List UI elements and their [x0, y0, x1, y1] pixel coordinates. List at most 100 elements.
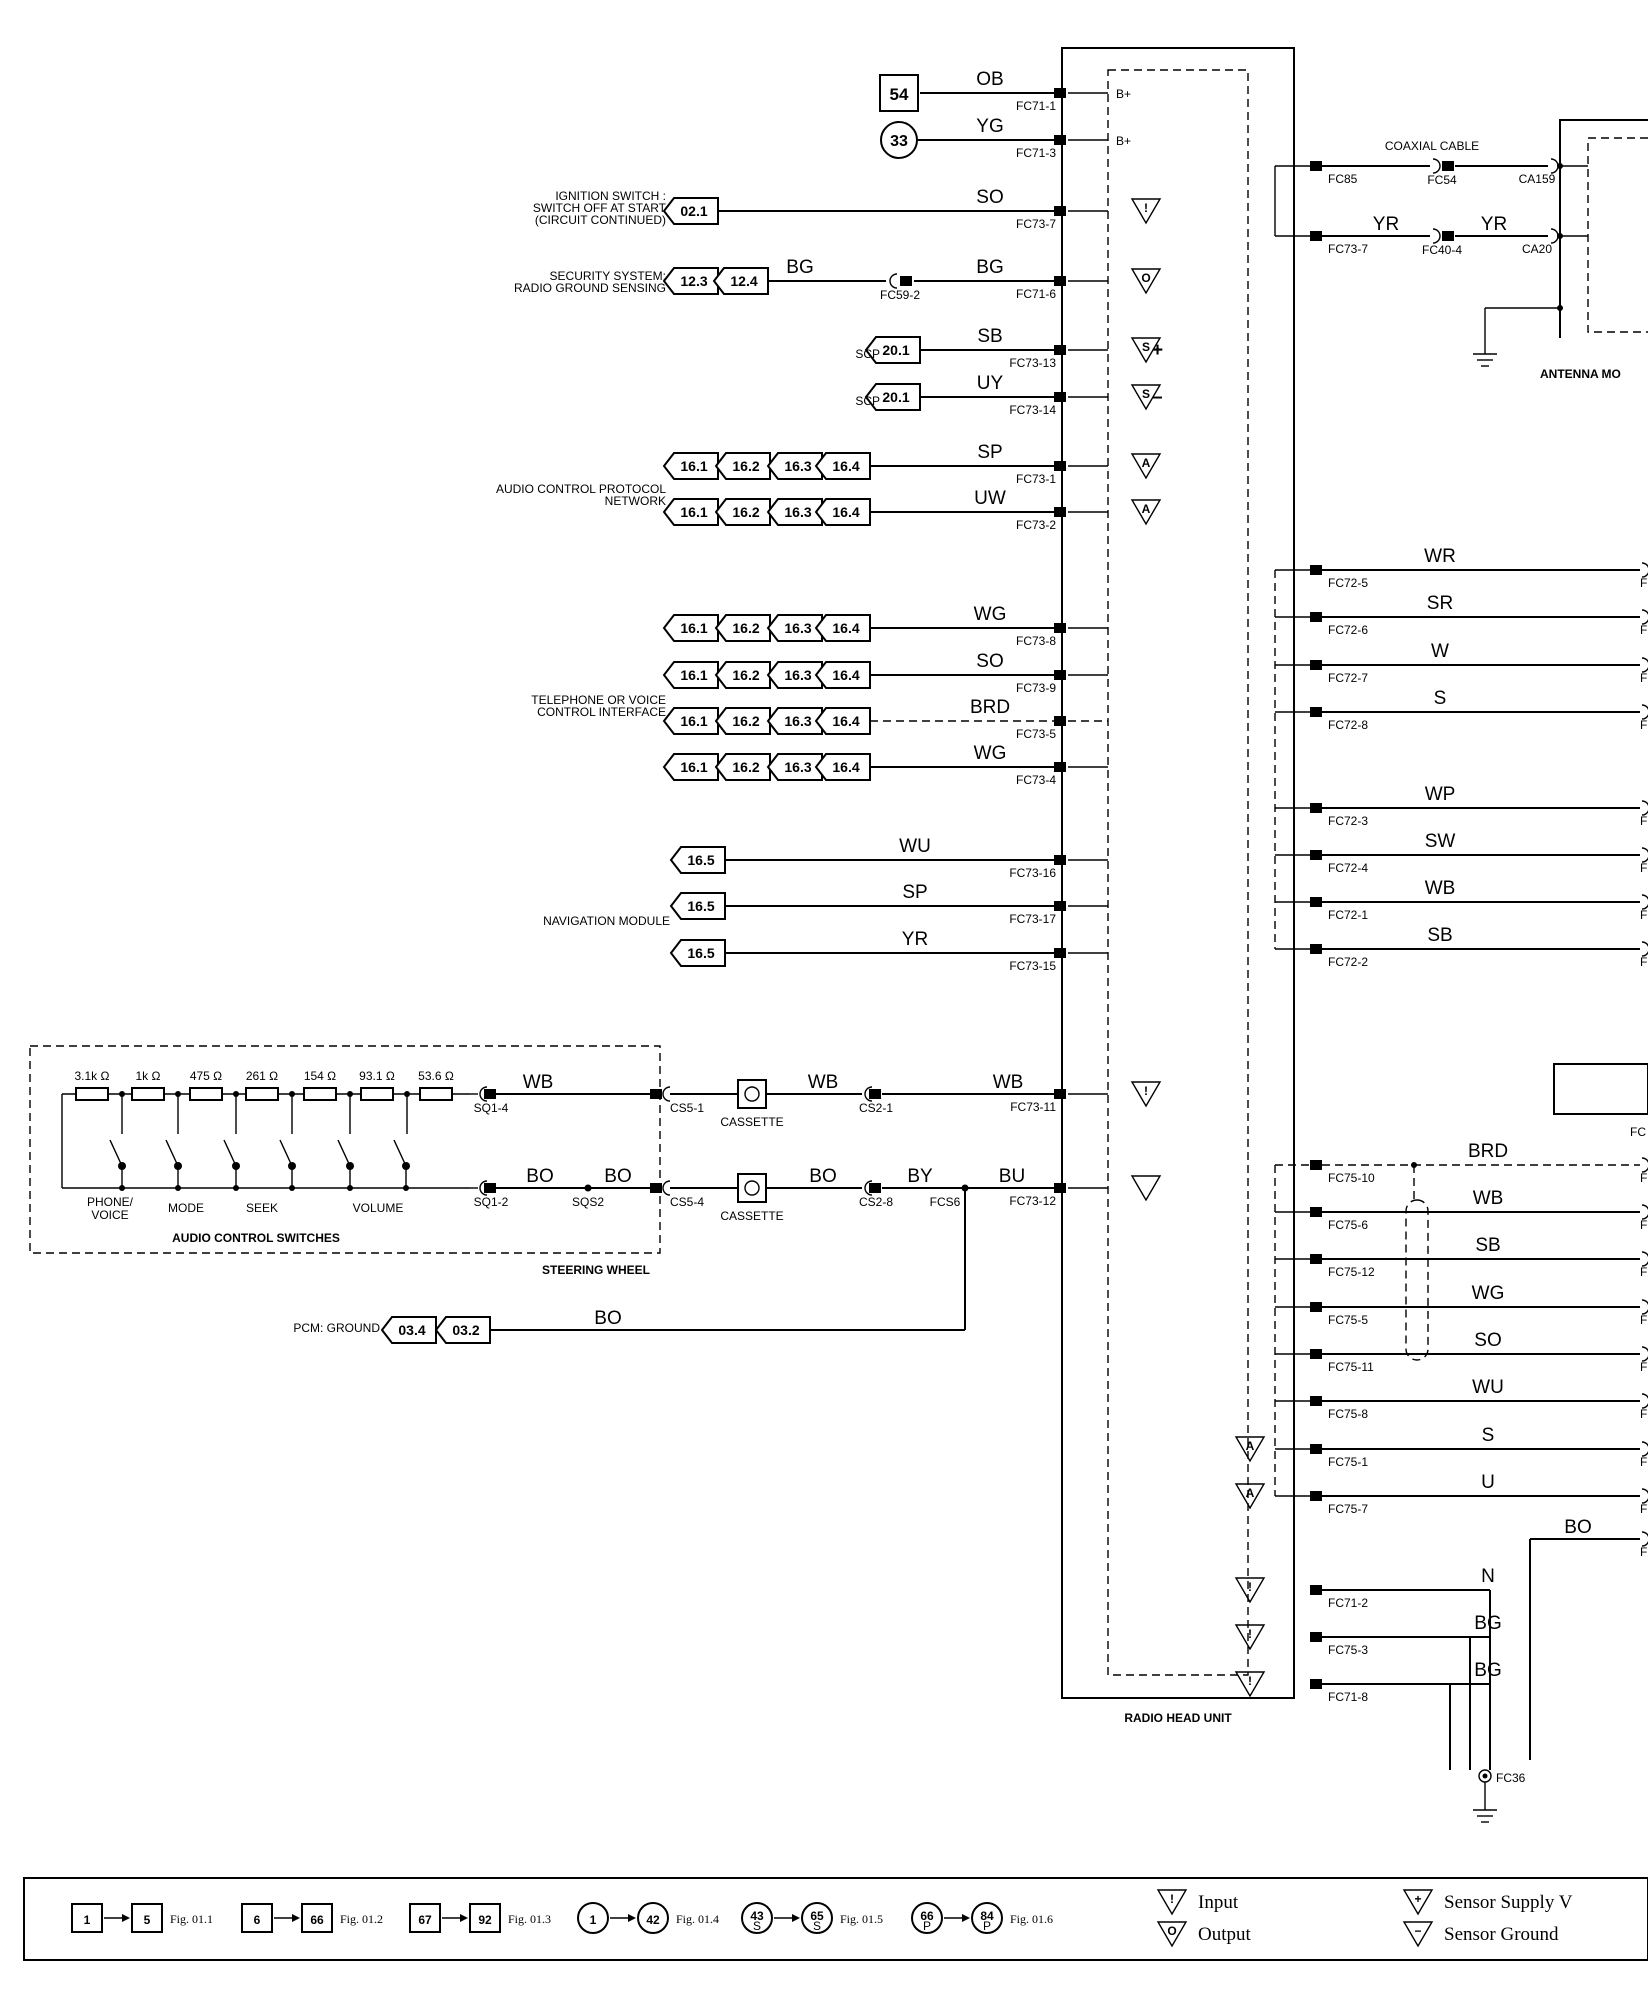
- ref-flag: [662, 707, 719, 735]
- sensor-supply-symbol: [1130, 337, 1162, 364]
- pin-label: FC72-8: [1328, 718, 1368, 732]
- legend-to: 42: [646, 1913, 660, 1927]
- connector-pin: [1054, 623, 1066, 633]
- ref-flag: [814, 707, 871, 735]
- ref-flag-label: 16.2: [732, 759, 759, 775]
- legend-output-symbol: [1156, 1921, 1188, 1948]
- switch-label-phone: PHONE/: [87, 1195, 134, 1209]
- io-triangle-symbol: !: [1248, 1627, 1252, 1641]
- ref-flag-label: 16.1: [680, 504, 707, 520]
- wire-color: UY: [977, 373, 1004, 394]
- wire-color: BO: [594, 1308, 621, 1329]
- legend-square: [469, 1903, 501, 1933]
- connector-pin: [1310, 1349, 1322, 1359]
- connector-pin: [1054, 206, 1066, 216]
- connector-socket: [864, 1086, 873, 1102]
- ref-flag: [814, 661, 871, 689]
- connector-socket: [1432, 158, 1441, 174]
- input-symbol: [1130, 198, 1162, 225]
- legend-circle: [911, 1902, 943, 1934]
- scp-label: SCP: [855, 347, 880, 361]
- ref-flag: [669, 892, 726, 920]
- ref-flag-label: 16.2: [732, 713, 759, 729]
- pin-label: FC71-2: [1328, 1596, 1368, 1610]
- legend-arrowhead: [292, 1914, 300, 1922]
- edge-socket: [1641, 1531, 1648, 1547]
- ref-flag-label: 16.3: [784, 458, 811, 474]
- pin-label: FC75-12: [1328, 1265, 1375, 1279]
- edge-socket: [1641, 847, 1648, 863]
- ref-flag-label: 16.1: [680, 759, 707, 775]
- edge-socket: [1641, 704, 1648, 720]
- pin-label: FC73-7: [1328, 242, 1368, 256]
- legend-from: 1: [590, 1913, 597, 1927]
- connector-pin: [1310, 1160, 1322, 1170]
- splice-dot: [175, 1185, 181, 1191]
- edge-pin-label: FC: [1640, 1502, 1648, 1516]
- pin-label: FC73-11: [1010, 1100, 1056, 1114]
- wire-color: OB: [976, 69, 1003, 90]
- edge-socket: [1641, 1441, 1648, 1457]
- sq-pin-label: SQ1-2: [474, 1195, 509, 1209]
- ref-flag-label: 16.2: [732, 620, 759, 636]
- connector-socket: [662, 1086, 671, 1102]
- pin-label: FC72-5: [1328, 576, 1368, 590]
- splice-dot: [119, 1185, 125, 1191]
- edge-pin-label: FC: [1640, 1455, 1648, 1469]
- ref-flag-label: 16.1: [680, 620, 707, 636]
- connector-pin: [1054, 901, 1066, 911]
- pcm-label: PCM: GROUND: [293, 1321, 380, 1335]
- resistor-value: 3.1k Ω: [75, 1069, 110, 1083]
- io-triangle-symbol: A: [1246, 1439, 1255, 1453]
- legend-box: [23, 1877, 1648, 1961]
- ref-flag-label: 16.2: [732, 458, 759, 474]
- ref-flag-label: 16.4: [832, 713, 859, 729]
- antenna-internal-dashed: [1587, 137, 1648, 333]
- pin-label: FC73-13: [1009, 356, 1056, 370]
- wire-color: WG: [1472, 1283, 1505, 1304]
- connector-pin: [1310, 850, 1322, 860]
- pin-label: FC73-2: [1016, 518, 1056, 532]
- wire-color: WB: [523, 1072, 554, 1093]
- pin-label: FC75-11: [1328, 1360, 1374, 1374]
- switch-label-voice: VOICE: [91, 1208, 128, 1222]
- io-triangle-symbol: S: [1142, 340, 1150, 354]
- connector-pin: [869, 1089, 881, 1099]
- ref-flag: [669, 939, 726, 967]
- legend-output: Output: [1198, 1924, 1252, 1945]
- acp-symbol: [1130, 453, 1162, 480]
- connector-pin: [650, 1183, 662, 1193]
- edge-socket: [1641, 1157, 1648, 1173]
- wire-color: N: [1481, 1566, 1495, 1587]
- edge-pin-label: FC: [1640, 814, 1648, 828]
- connector-pin: [1310, 565, 1322, 575]
- ref-flag: [814, 614, 871, 642]
- wire-color: SB: [1427, 925, 1452, 946]
- wire-color: BO: [809, 1166, 836, 1187]
- audio-control-switches-title: AUDIO CONTROL SWITCHES: [172, 1231, 340, 1245]
- ref-flag-label: 02.1: [680, 203, 707, 219]
- resistor: [419, 1087, 453, 1101]
- ref-flag-label: 16.2: [732, 504, 759, 520]
- edge-pin-label: FC: [1640, 671, 1648, 685]
- plus-sign: +: [1152, 340, 1163, 361]
- legend-circle: [971, 1902, 1003, 1934]
- io-triangle-symbol: A: [1246, 1486, 1255, 1500]
- pin-label: FC85: [1328, 172, 1358, 186]
- connector-pin: [1054, 88, 1066, 98]
- connector-pin: [1310, 1632, 1322, 1642]
- ref-flag: [662, 753, 719, 781]
- connector-pin: [1310, 161, 1322, 171]
- splice-dot: [403, 1185, 409, 1191]
- edge-socket: [1641, 1204, 1648, 1220]
- legend-input-symbol: [1156, 1889, 1188, 1916]
- connector-pin: [1310, 1396, 1322, 1406]
- legend-ground-symbol: [1402, 1921, 1434, 1948]
- wire-color: SO: [976, 187, 1003, 208]
- io-triangle-symbol: O: [1141, 271, 1150, 285]
- cassette-ring: [744, 1086, 760, 1102]
- acp-label: AUDIO CONTROL PROTOCOL: [496, 482, 666, 496]
- legend-arrowhead: [122, 1914, 130, 1922]
- edge-pin-label: FC: [1640, 1407, 1648, 1421]
- io-triangle-symbol: !: [1144, 1084, 1148, 1098]
